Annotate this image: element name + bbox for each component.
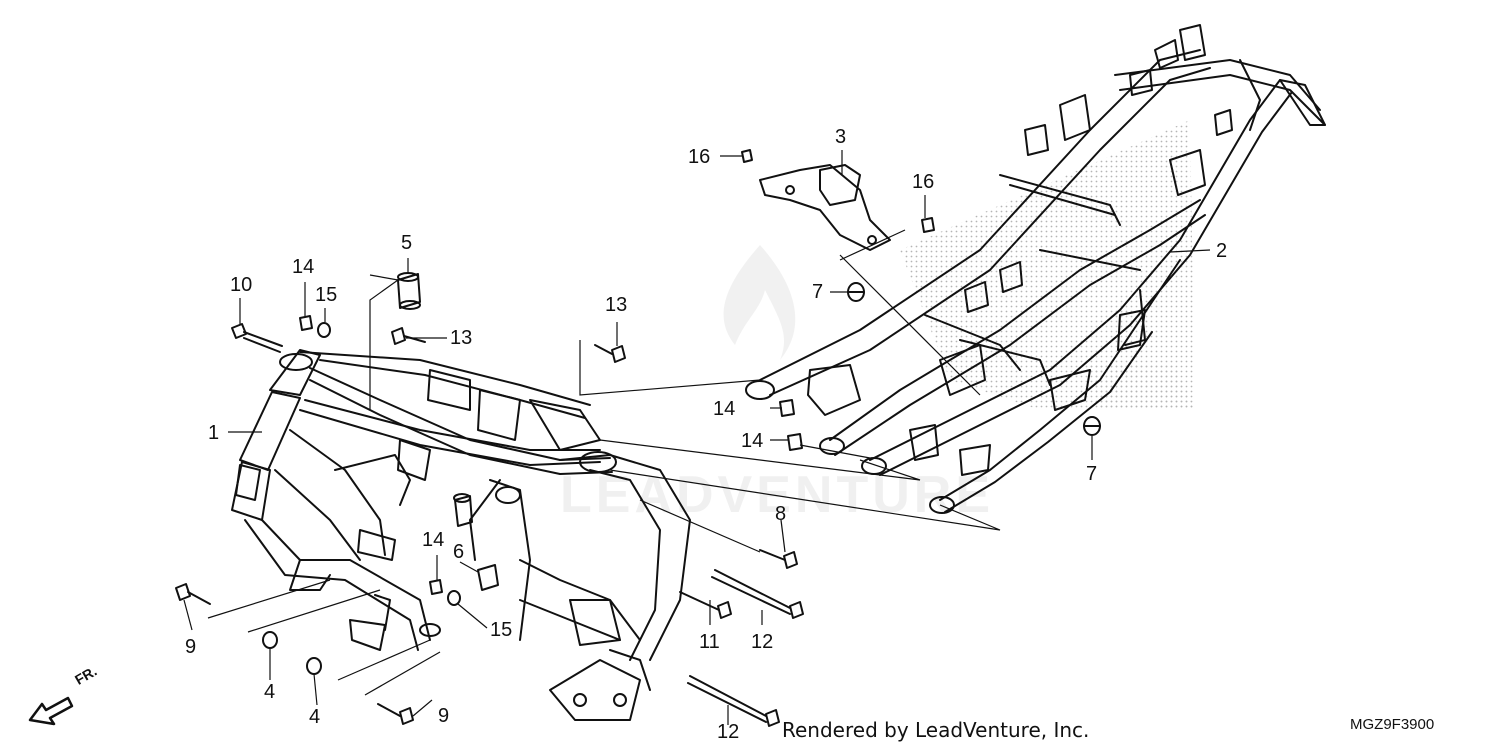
callout-14-left: 14 bbox=[292, 256, 315, 278]
callout-15-lower: 15 bbox=[490, 619, 513, 641]
leader-lines bbox=[183, 150, 1211, 725]
callout-13-right: 13 bbox=[605, 294, 628, 316]
callout-6: 6 bbox=[453, 541, 465, 563]
bolt-part-13-right bbox=[594, 344, 626, 363]
callout-15-upper: 15 bbox=[315, 284, 338, 306]
bolt-part-13-upper bbox=[391, 327, 426, 345]
bolt-part-9-upper bbox=[175, 583, 211, 605]
callout-14-lower-left: 14 bbox=[422, 529, 445, 551]
bolt-part-8 bbox=[759, 549, 798, 569]
callout-9-lower: 9 bbox=[438, 705, 450, 727]
callout-4-lower: 4 bbox=[309, 706, 321, 728]
callout-9-upper: 9 bbox=[185, 636, 197, 658]
collar-part-5 bbox=[397, 272, 421, 310]
nut-part-14-upper-right bbox=[779, 399, 795, 417]
callout-12-lower: 12 bbox=[717, 721, 740, 743]
nut-part-16-right bbox=[921, 217, 935, 233]
bolt-part-16-left bbox=[741, 149, 753, 163]
grommet-part-7-left bbox=[847, 282, 865, 302]
washer-part-15-upper bbox=[317, 322, 331, 338]
rear-frame bbox=[745, 24, 1326, 514]
nut-part-14-left bbox=[299, 315, 313, 331]
main-frame bbox=[231, 349, 691, 721]
callout-14-upper-right: 14 bbox=[713, 398, 736, 420]
bolt-part-10 bbox=[231, 323, 283, 353]
washer-part-15-lower bbox=[447, 590, 461, 606]
callout-12-upper: 12 bbox=[751, 631, 774, 653]
collar-part-4-upper bbox=[262, 631, 278, 649]
bolt-part-12-lower bbox=[687, 675, 780, 727]
callout-11: 11 bbox=[699, 631, 720, 653]
callout-7-left: 7 bbox=[812, 281, 824, 303]
callout-13-upper: 13 bbox=[450, 327, 473, 349]
collar-part-6 bbox=[453, 493, 499, 591]
rear-frame-shading bbox=[900, 120, 1195, 410]
nut-part-14-lower-right bbox=[787, 433, 803, 451]
bolt-part-12-upper bbox=[711, 569, 804, 619]
callout-16-left: 16 bbox=[688, 146, 711, 168]
grommet-part-7-right bbox=[1083, 416, 1101, 436]
callout-16-right: 16 bbox=[912, 171, 935, 193]
callout-2: 2 bbox=[1216, 240, 1228, 262]
callout-3: 3 bbox=[835, 126, 847, 148]
collar-part-4-lower bbox=[306, 657, 322, 675]
bolt-part-9-lower bbox=[377, 703, 414, 725]
bracket-part-3 bbox=[759, 164, 891, 251]
callout-8: 8 bbox=[775, 503, 787, 525]
callout-7-right: 7 bbox=[1086, 463, 1098, 485]
callout-4-upper: 4 bbox=[264, 681, 276, 703]
footer-credit: Rendered by LeadVenture, Inc. bbox=[782, 718, 1090, 742]
front-direction-arrow-icon bbox=[28, 696, 74, 726]
callout-10: 10 bbox=[230, 274, 253, 296]
nut-part-14-lower-left bbox=[429, 579, 443, 595]
part-code: MGZ9F3900 bbox=[1350, 716, 1435, 733]
watermark-logo: LEADVENTURE bbox=[560, 245, 990, 524]
callout-14-lower-right: 14 bbox=[741, 430, 764, 452]
callout-5: 5 bbox=[401, 232, 413, 254]
bolt-part-11 bbox=[679, 591, 732, 619]
rear-frame-shading-tail bbox=[1090, 365, 1195, 410]
callout-1: 1 bbox=[208, 422, 220, 444]
